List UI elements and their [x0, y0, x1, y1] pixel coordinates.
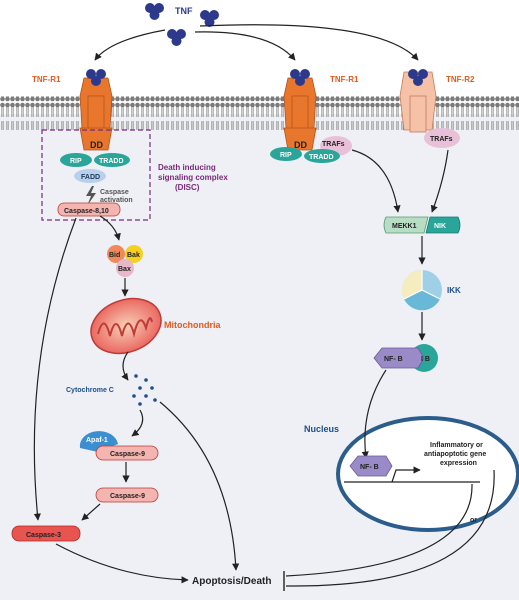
- bid-label: Bid: [109, 252, 120, 259]
- caspase-activation-label-2: activation: [100, 197, 133, 204]
- rip-tradd-left: [60, 153, 130, 167]
- caspase-9-box-a: [95, 445, 159, 461]
- cytochrome-c-molecules: [132, 374, 157, 406]
- disc-label-3: (DISC): [175, 183, 200, 192]
- arrow-mito-to-cytc: [121, 351, 129, 381]
- caspase-activation-label-1: Caspase: [100, 189, 129, 196]
- dd-left-label: DD: [90, 140, 103, 150]
- trafs-r2-label: TRAFs: [430, 136, 453, 143]
- mekk1-label: MEKK1: [392, 223, 417, 230]
- arrow-casp9-to-casp3: [81, 503, 101, 521]
- tnf-r1-left-label: TNF-R1: [32, 75, 61, 84]
- bax: [116, 259, 134, 277]
- tnf-r1-right-label: TNF-R1: [330, 75, 359, 84]
- nik-label: NIK: [434, 223, 446, 230]
- rip-tradd-right: [270, 147, 340, 163]
- caspase-9-label-b: Caspase-9: [110, 493, 145, 500]
- tradd-left-label: TRADD: [99, 158, 124, 165]
- bax-label: Bax: [118, 266, 131, 273]
- caspase-8-10-label: Caspase-8,10: [64, 208, 109, 215]
- arrow-trafs-r2-to-mekk1: [430, 149, 449, 213]
- bak: [125, 245, 143, 263]
- tnf-r1-receptor-left: [79, 69, 113, 151]
- caspase-8-10-box: [57, 202, 121, 217]
- nucleus: [336, 416, 519, 532]
- tnf-r1-receptor-right: [283, 69, 317, 151]
- fadd-label: FADD: [81, 174, 100, 181]
- cytochrome-c-label: Cytochrome C: [66, 387, 114, 394]
- ikk-label: IKK: [447, 286, 461, 295]
- caspase-9-label-a: Caspase-9: [110, 451, 145, 458]
- apoptosis-label: Apoptosis/Death: [192, 576, 271, 587]
- dd-right-label: DD: [294, 140, 307, 150]
- arrow-cytc-to-casp9: [131, 409, 144, 437]
- disc-label-1: Death inducing: [158, 163, 216, 172]
- tnf-trimer-top: [145, 3, 164, 20]
- nfkb-nuclear-label: NF- B: [360, 464, 379, 471]
- lightning-icon: [86, 186, 96, 206]
- or-label: or: [470, 517, 477, 524]
- rip-right-label: RIP: [280, 152, 292, 159]
- nik-box: [425, 216, 461, 234]
- disc-label-2: signaling complex: [158, 173, 228, 182]
- tnf-label: TNF: [175, 6, 193, 16]
- apaf1-label: Apaf-1: [86, 437, 108, 444]
- arrow-cytc-to-apoptosis: [159, 401, 240, 571]
- arrow-nfkb-to-nucleus: [361, 369, 387, 459]
- caspase-3-label: Caspase-3: [26, 532, 61, 539]
- arrow-casp8-to-bid: [99, 215, 121, 241]
- nucleus-label: Nucleus: [304, 424, 339, 434]
- mitochondria: [90, 297, 162, 355]
- nfkb-cytoplasmic: [373, 347, 425, 369]
- disc-box: [41, 129, 151, 221]
- arrow-trafs-r1-to-mekk1: [351, 149, 401, 213]
- rip-left-label: RIP: [70, 158, 82, 165]
- trafs-r1-label: TRAFs: [322, 141, 345, 148]
- bak-label: Bak: [127, 252, 140, 259]
- inhibition-line-1: [285, 483, 473, 577]
- transcription-arrow: [391, 466, 421, 483]
- arrow-casp3-to-apoptosis: [55, 543, 189, 584]
- trafs-r2: [424, 128, 460, 148]
- gene-expression-label-2: antiapoptotic gene: [424, 451, 486, 458]
- arrow-tnf-to-r2: [199, 24, 419, 61]
- ikk-complex: [401, 269, 442, 311]
- caspase-3-box: [11, 525, 81, 542]
- mekk1-box: [383, 216, 429, 234]
- arrow-casp8-to-casp3: [33, 217, 77, 521]
- gene-expression-label-3: expression: [440, 460, 477, 467]
- tradd-right-label: TRADD: [309, 154, 334, 161]
- gene-expression-label-1: Inflammatory or: [430, 442, 483, 449]
- tnf-r2-receptor: [399, 69, 437, 133]
- tnf-trimer-bottom: [167, 29, 186, 46]
- tnf-r2-label: TNF-R2: [446, 75, 475, 84]
- nfkb-cytoplasmic-label: NF- B: [384, 356, 403, 363]
- mitochondria-label: Mitochondria: [164, 320, 221, 330]
- arrow-tnf-to-r1-left: [94, 29, 166, 61]
- caspase-9-box-b: [95, 487, 159, 503]
- fadd: [74, 169, 106, 183]
- nfkb-nuclear: [349, 455, 393, 477]
- bid: [107, 245, 125, 263]
- cell-membrane: [0, 96, 519, 130]
- ikb-label: I B: [421, 356, 430, 363]
- tnf-trimer-right: [200, 10, 219, 27]
- arrow-tnf-to-r1-right: [194, 31, 296, 61]
- inhibition-line-2: [285, 469, 495, 587]
